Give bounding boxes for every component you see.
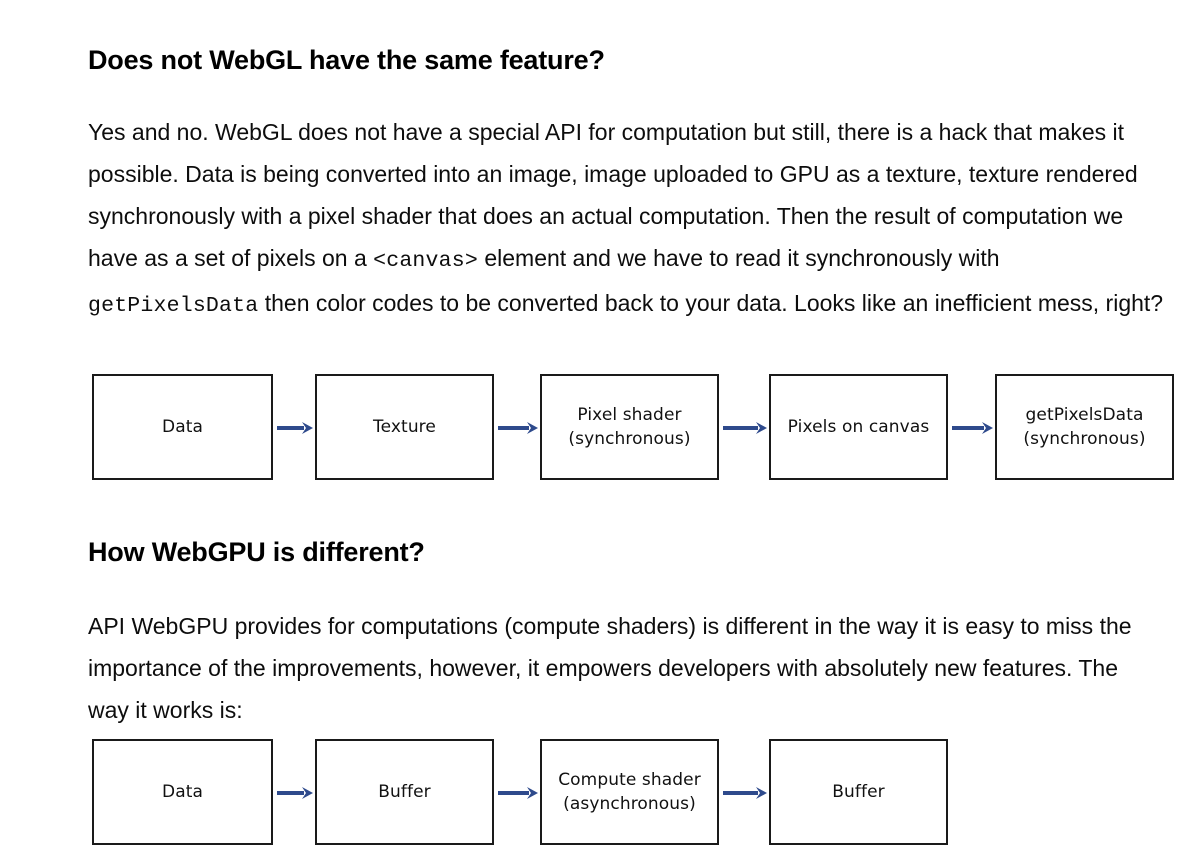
diagram-webgpu-pipeline: Data Buffer Compute shader (asynchronous) B…: [0, 735, 1204, 853]
diagram-node: Buffer: [769, 739, 948, 845]
paragraph-text: Yes and no. WebGL does not have a specia…: [88, 119, 1138, 271]
diagram-node: Data: [92, 739, 273, 845]
diagram-node: Pixel shader (synchronous): [540, 374, 719, 480]
diagram-node: Buffer: [315, 739, 494, 845]
diagram-node-label: Compute shader (asynchronous): [558, 770, 701, 814]
arrow-right-icon: [952, 419, 993, 437]
arrow-right-icon: [498, 419, 538, 437]
diagram-node-label: Buffer: [832, 782, 885, 802]
arrow-right-icon: [277, 419, 313, 437]
diagram-node-label: Data: [162, 782, 203, 802]
arrow-right-icon: [498, 784, 538, 802]
section-heading-webgl: Does not WebGL have the same feature?: [88, 45, 605, 76]
diagram-node: Data: [92, 374, 273, 480]
diagram-node: getPixelsData (synchronous): [995, 374, 1174, 480]
diagram-webgl-pipeline: Data Texture Pixel shader (synchronous) Pix…: [0, 370, 1204, 488]
section-heading-webgpu: How WebGPU is different?: [88, 537, 425, 568]
diagram-node: Compute shader (asynchronous): [540, 739, 719, 845]
inline-code: <canvas>: [373, 249, 478, 273]
diagram-node-label: Data: [162, 417, 203, 437]
diagram-node-label: Pixels on canvas: [787, 417, 930, 437]
paragraph-text: then color codes to be converted back to…: [258, 290, 1164, 316]
arrow-right-icon: [723, 784, 767, 802]
diagram-node: Texture: [315, 374, 494, 480]
paragraph-text: element and we have to read it synchrono…: [477, 245, 1000, 271]
paragraph-text: API WebGPU provides for computations (co…: [88, 613, 1132, 723]
diagram-node-label: getPixelsData (synchronous): [1023, 405, 1146, 449]
inline-code: getPixelsData: [88, 294, 259, 318]
arrow-right-icon: [723, 419, 767, 437]
diagram-node-label: Texture: [373, 417, 436, 437]
section-paragraph-webgpu: API WebGPU provides for computations (co…: [88, 605, 1163, 731]
arrow-right-icon: [277, 784, 313, 802]
diagram-node-label: Pixel shader (synchronous): [568, 405, 691, 449]
diagram-node-label: Buffer: [378, 782, 431, 802]
diagram-node: Pixels on canvas: [769, 374, 948, 480]
section-paragraph-webgl: Yes and no. WebGL does not have a specia…: [88, 111, 1173, 327]
